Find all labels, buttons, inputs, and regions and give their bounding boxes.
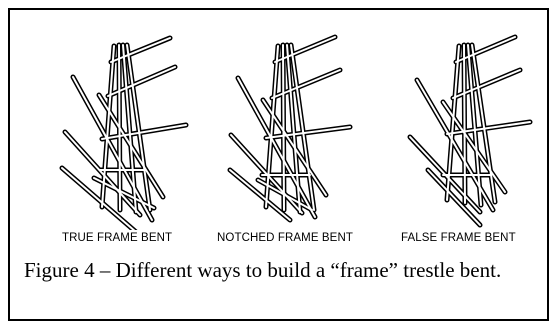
- figure-frame: TRUE FRAME BENT NOTCHED FRAME BENT FALSE…: [8, 8, 549, 321]
- false-frame-bent-label: FALSE FRAME BENT: [401, 232, 516, 244]
- trestle-bent-illustrations: [59, 34, 533, 230]
- notched-frame-bent-label: NOTCHED FRAME BENT: [217, 232, 353, 244]
- true-frame-bent-label: TRUE FRAME BENT: [62, 232, 173, 244]
- figure-caption: Figure 4 – Different ways to build a “fr…: [24, 258, 502, 282]
